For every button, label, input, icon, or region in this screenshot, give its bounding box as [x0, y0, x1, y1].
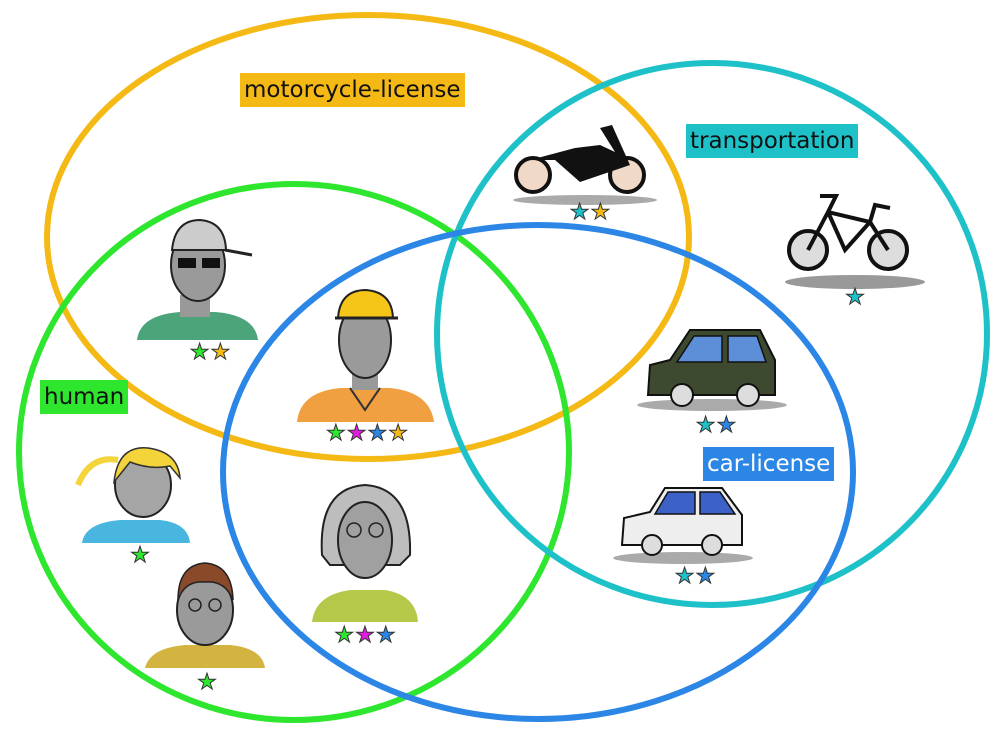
car-star-icon: ★: [367, 421, 388, 446]
motorcycle-star-icon: ★: [388, 421, 409, 446]
transportation-label: transportation: [686, 124, 859, 158]
human-star-icon: ★: [326, 421, 347, 446]
magenta-star-icon: ★: [355, 623, 376, 648]
bicycle-stars: ★: [845, 285, 866, 310]
motorcycle-stars: ★★: [569, 200, 611, 225]
motorcycle-license-set: [44, 12, 692, 462]
car-license-label: car-license: [703, 447, 835, 481]
human-star-icon: ★: [197, 670, 218, 695]
cap-man-stars: ★★: [189, 340, 231, 365]
human-star-icon: ★: [189, 340, 210, 365]
human-star-icon: ★: [130, 543, 151, 568]
grey-haired-woman-illustration: [312, 483, 418, 622]
blonde-girl-illustration: [75, 447, 190, 543]
car-star-icon: ★: [695, 564, 716, 589]
white-car-illustration: [613, 487, 753, 564]
human-set: [16, 181, 572, 723]
bicycle-illustration: [785, 194, 925, 289]
construction-worker-stars: ★★★★: [326, 421, 409, 446]
white-car-stars: ★★: [674, 564, 716, 589]
transport-star-icon: ★: [674, 564, 695, 589]
car-star-icon: ★: [716, 413, 737, 438]
transport-star-icon: ★: [845, 285, 866, 310]
motorcycle-license-label: motorcycle-license: [240, 73, 465, 107]
magenta-star-icon: ★: [346, 421, 367, 446]
cap-man-illustration: [137, 218, 258, 340]
curly-boy-illustration: [145, 562, 265, 668]
human-label: human: [40, 380, 129, 414]
motorcycle-illustration: [513, 125, 657, 205]
blonde-girl-stars: ★: [130, 543, 151, 568]
car-star-icon: ★: [375, 623, 396, 648]
transportation-set: [434, 60, 990, 608]
construction-worker-illustration: [297, 288, 434, 422]
car-license-set: [220, 222, 856, 722]
grey-haired-woman-stars: ★★★: [334, 623, 396, 648]
human-star-icon: ★: [334, 623, 355, 648]
transport-star-icon: ★: [569, 200, 590, 225]
transport-star-icon: ★: [695, 413, 716, 438]
motorcycle-star-icon: ★: [210, 340, 231, 365]
curly-boy-stars: ★: [197, 670, 218, 695]
green-car-stars: ★★: [695, 413, 737, 438]
green-car-illustration: [637, 329, 787, 411]
motorcycle-star-icon: ★: [590, 200, 611, 225]
